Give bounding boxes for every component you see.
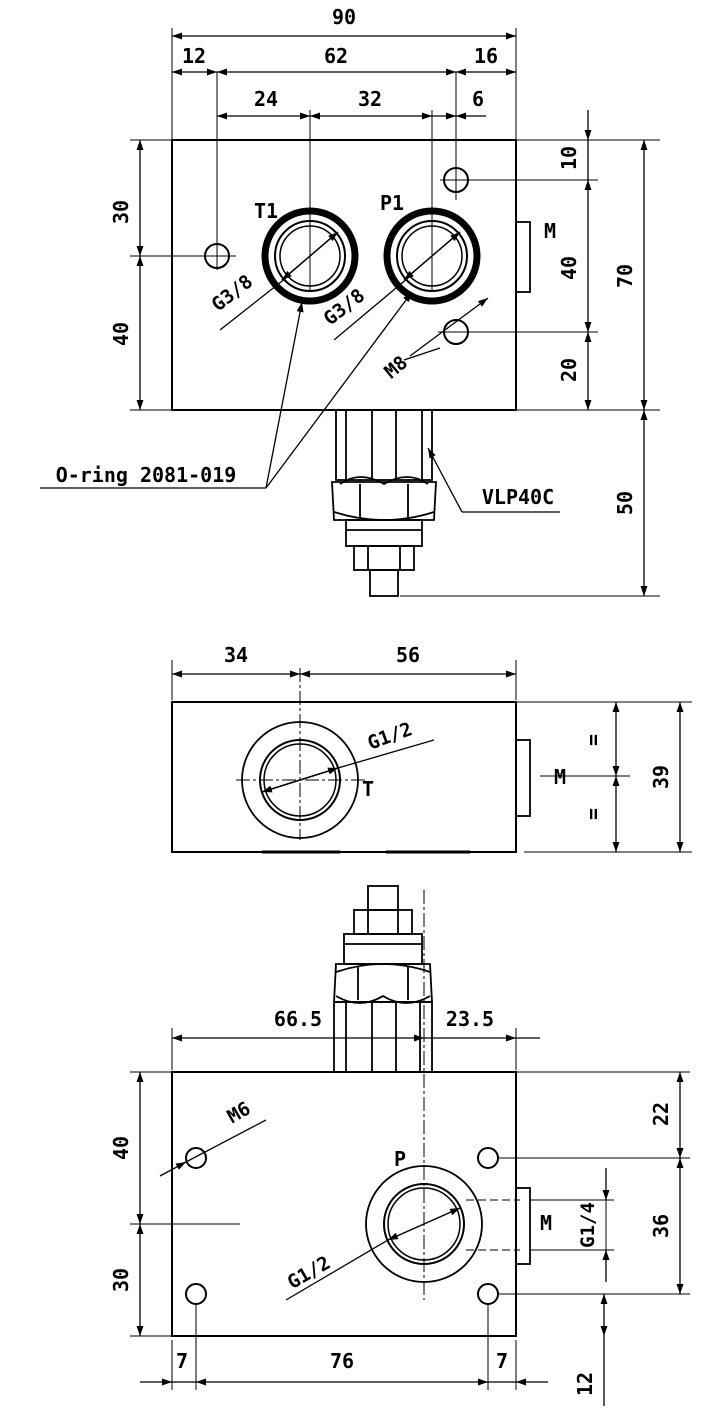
side-thread: G1/2 <box>365 718 416 754</box>
thread-t1: G3/8 <box>208 271 258 317</box>
equal-upper: = <box>581 734 605 746</box>
dim-right-bottom: 20 <box>557 358 581 382</box>
cartridge-body <box>331 409 437 597</box>
thread-p1: G3/8 <box>320 285 370 331</box>
front-dim-right-middle: 36 <box>649 1214 673 1238</box>
port-t1 <box>261 207 359 305</box>
label-t: T <box>362 777 374 801</box>
dim-right-top: 10 <box>557 146 581 170</box>
mount-hole-br <box>477 1283 499 1305</box>
dim-left: 12 <box>182 44 206 68</box>
port-p1 <box>383 207 481 305</box>
label-p1: P1 <box>380 191 404 215</box>
dim-left-lower: 40 <box>109 322 133 346</box>
side-view <box>171 660 692 854</box>
front-dim-bottom-height: 12 <box>573 1372 597 1396</box>
oring-callout: O-ring 2081-019 <box>56 463 237 487</box>
front-dim-bottom-left: 7 <box>176 1349 188 1373</box>
gauge-port-boss-side <box>515 739 531 817</box>
label-p: P <box>394 1147 406 1171</box>
label-t1: T1 <box>254 199 278 223</box>
label-m-side: M <box>554 765 566 789</box>
manifold-block-side <box>171 701 517 853</box>
side-dim-height: 39 <box>649 765 673 789</box>
mount-hole-left <box>204 243 230 269</box>
front-dim-left-lower: 30 <box>109 1268 133 1292</box>
front-dim-bottom-right: 7 <box>496 1349 508 1373</box>
mount-hole-m6 <box>185 1147 207 1169</box>
front-dim-right: 23.5 <box>446 1007 494 1031</box>
label-m-top: M <box>544 219 556 243</box>
cartridge-front <box>333 885 433 1073</box>
equal-lower: = <box>581 808 605 820</box>
front-dim-bottom-middle: 76 <box>330 1349 354 1373</box>
front-view <box>130 885 690 1406</box>
label-m-front: M <box>540 1211 552 1235</box>
dim-overall-width: 90 <box>332 5 356 29</box>
side-dim-left: 34 <box>224 643 248 667</box>
manifold-block-front <box>171 1071 517 1337</box>
thread-m8: M8 <box>380 352 412 384</box>
dim-left-upper: 30 <box>109 200 133 224</box>
dim-height: 70 <box>613 264 637 288</box>
dim-hole-offset: 6 <box>472 87 484 111</box>
side-view-labels: 34 56 39 G1/2 T M = = <box>224 643 673 820</box>
front-dim-right-top: 22 <box>649 1102 673 1126</box>
side-dim-right: 56 <box>396 643 420 667</box>
gauge-port-boss-front <box>515 1187 531 1265</box>
top-view <box>40 28 660 597</box>
front-dim-gauge: G1/4 <box>577 1202 599 1248</box>
dim-middle: 62 <box>324 44 348 68</box>
front-view-labels: 66.5 23.5 40 30 22 36 G1/4 7 76 7 12 M6 … <box>109 1007 673 1396</box>
dim-right: 16 <box>474 44 498 68</box>
gauge-port-boss <box>515 221 531 293</box>
front-thread-port: G1/2 <box>284 1252 335 1294</box>
front-dim-left-upper: 40 <box>109 1136 133 1160</box>
thread-m6: M6 <box>224 1098 255 1128</box>
dim-right-middle: 40 <box>557 256 581 280</box>
dim-t1-offset: 24 <box>254 87 278 111</box>
mount-hole-m8 <box>443 319 469 345</box>
mount-hole-bl <box>185 1283 207 1305</box>
mount-hole-tr <box>477 1147 499 1169</box>
mount-hole-top <box>443 167 469 193</box>
dim-cartridge: 50 <box>613 491 637 515</box>
dim-port-spacing: 32 <box>358 87 382 111</box>
front-dim-left: 66.5 <box>274 1007 322 1031</box>
cartridge-callout: VLP40C <box>482 485 554 509</box>
